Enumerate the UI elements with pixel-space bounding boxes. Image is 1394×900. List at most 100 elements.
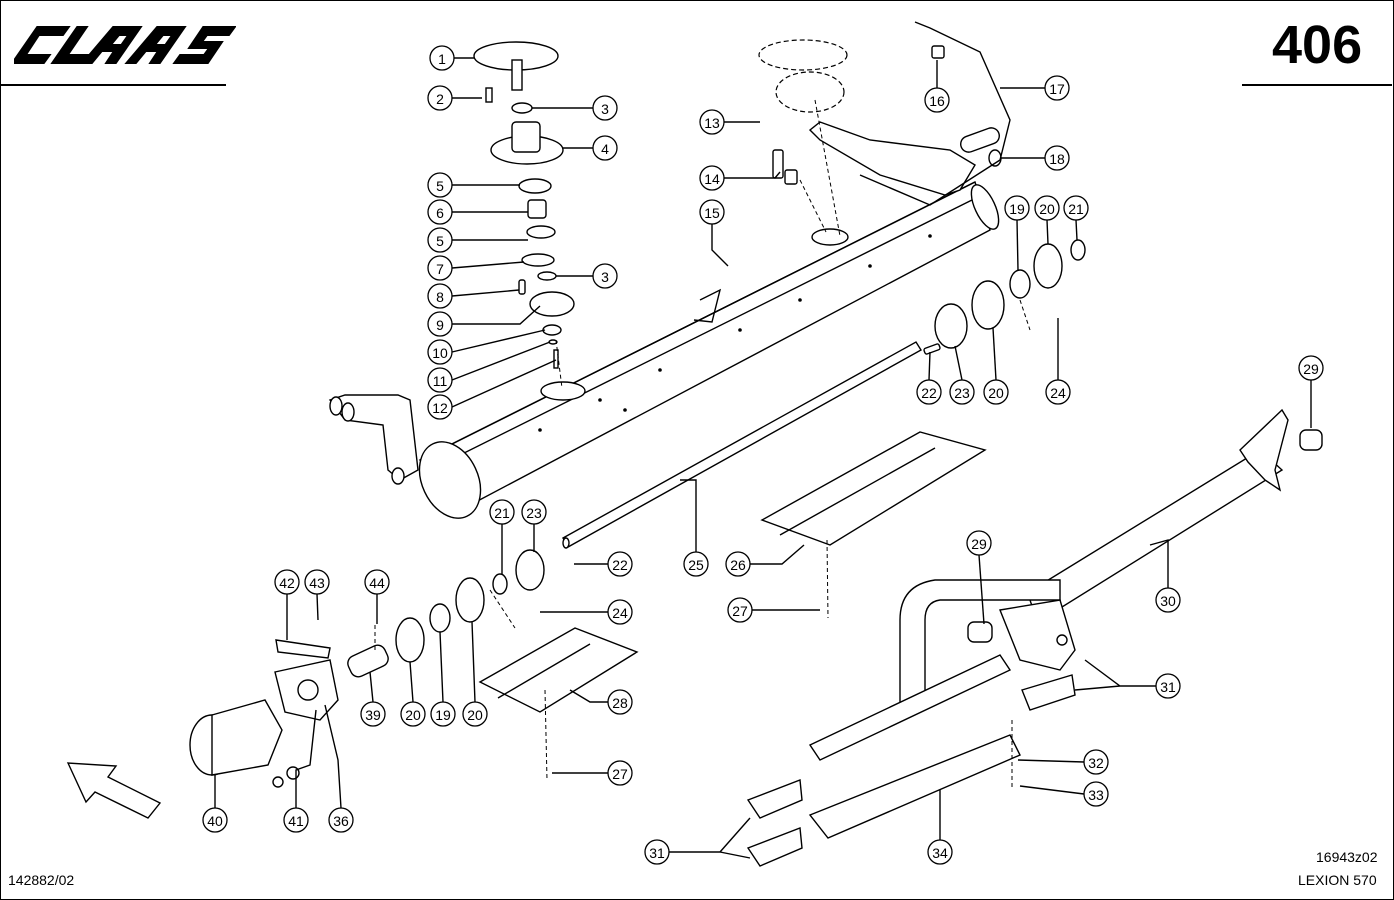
callout-circle	[427, 283, 453, 309]
callout-label: 18	[1049, 151, 1065, 167]
callout-label: 43	[309, 575, 325, 591]
callout-c3a: 3	[592, 95, 618, 121]
callout-c20a: 20	[1034, 195, 1060, 221]
header-rule-right	[1242, 84, 1392, 86]
main-beam	[418, 181, 1000, 519]
callout-label: 39	[365, 707, 381, 723]
callout-circle	[430, 701, 456, 727]
callout-label: 29	[971, 536, 987, 552]
callout-label: 10	[432, 345, 448, 361]
callout-circle	[1083, 749, 1109, 775]
callout-c16: 16	[924, 87, 950, 113]
callout-circle	[427, 172, 453, 198]
callout-c18: 18	[1044, 145, 1070, 171]
callout-label: 22	[921, 385, 937, 401]
callout-label: 12	[432, 400, 448, 416]
callout-c20c: 20	[400, 701, 426, 727]
callout-label: 14	[704, 171, 720, 187]
callout-label: 3	[601, 269, 609, 285]
callout-label: 27	[732, 603, 748, 619]
callout-circle	[427, 367, 453, 393]
frame-assembly	[808, 579, 1076, 839]
callout-c13: 13	[699, 109, 725, 135]
callout-label: 42	[279, 575, 295, 591]
callout-c19a: 19	[1004, 195, 1030, 221]
callout-label: 21	[494, 505, 510, 521]
callout-circle	[727, 597, 753, 623]
callout-label: 40	[207, 813, 223, 829]
callout-circle	[274, 569, 300, 595]
callout-c17: 17	[1044, 75, 1070, 101]
callout-label: 26	[730, 557, 746, 573]
callout-circle	[429, 45, 455, 71]
callout-c29a: 29	[1298, 355, 1324, 381]
callout-circle	[283, 807, 309, 833]
callout-c44: 44	[364, 569, 390, 595]
callout-c31a: 31	[1155, 673, 1181, 699]
upper-right-rotor	[758, 21, 1011, 206]
center-lines	[374, 99, 1031, 790]
callout-c36: 36	[328, 807, 354, 833]
callout-circle	[644, 839, 670, 865]
upper-bearing-stack	[473, 41, 575, 369]
callout-c21a: 21	[1063, 195, 1089, 221]
callout-label: 21	[1068, 201, 1084, 217]
callout-c20d: 20	[462, 701, 488, 727]
callout-c2: 2	[427, 85, 453, 111]
callout-circle	[916, 379, 942, 405]
hydraulic-motor-group	[189, 549, 545, 788]
callout-label: 33	[1088, 787, 1104, 803]
callout-circle	[427, 199, 453, 225]
callout-circle	[427, 227, 453, 253]
callout-circle	[304, 569, 330, 595]
callout-circle	[592, 95, 618, 121]
callout-c41: 41	[283, 807, 309, 833]
callout-label: 32	[1088, 755, 1104, 771]
callout-c30: 30	[1155, 587, 1181, 613]
callout-circle	[699, 199, 725, 225]
beam-mount-plate	[808, 121, 1002, 196]
callout-circle	[1083, 781, 1109, 807]
callout-label: 24	[612, 605, 628, 621]
callout-label: 15	[704, 205, 720, 221]
leader-lines	[214, 57, 1312, 859]
callout-circle	[592, 135, 618, 161]
callout-circle	[202, 807, 228, 833]
callout-circle	[1155, 587, 1181, 613]
callout-label: 20	[405, 707, 421, 723]
callout-circle	[607, 551, 633, 577]
callout-label: 5	[436, 233, 444, 249]
callout-c8: 8	[427, 283, 453, 309]
callout-circle	[489, 499, 515, 525]
callout-c26: 26	[725, 551, 751, 577]
callout-c22a: 22	[916, 379, 942, 405]
right-bearing-stack	[923, 239, 1086, 355]
callout-c20b: 20	[983, 379, 1009, 405]
callout-c4: 4	[592, 135, 618, 161]
callout-label: 23	[526, 505, 542, 521]
callout-c40: 40	[202, 807, 228, 833]
figure-code: 16943z02	[1316, 849, 1378, 865]
callout-circle	[328, 807, 354, 833]
callout-c5a: 5	[427, 172, 453, 198]
callout-label: 30	[1160, 593, 1176, 609]
callout-c25: 25	[683, 551, 709, 577]
callout-circle	[924, 87, 950, 113]
callout-circle	[1004, 195, 1030, 221]
callout-label: 20	[988, 385, 1004, 401]
callout-circle	[683, 551, 709, 577]
model-name: LEXION 570	[1298, 872, 1377, 888]
callout-label: 25	[688, 557, 704, 573]
beam-left-bracket	[328, 394, 419, 485]
callout-circle	[966, 530, 992, 556]
callout-c24a: 24	[1045, 379, 1071, 405]
page-number: 406	[1272, 15, 1363, 75]
claas-logo	[14, 26, 236, 64]
callout-label: 11	[433, 373, 448, 389]
callout-circle	[521, 499, 547, 525]
callout-c9: 9	[427, 311, 453, 337]
callout-c10: 10	[427, 339, 453, 365]
callout-c1: 1	[429, 45, 455, 71]
